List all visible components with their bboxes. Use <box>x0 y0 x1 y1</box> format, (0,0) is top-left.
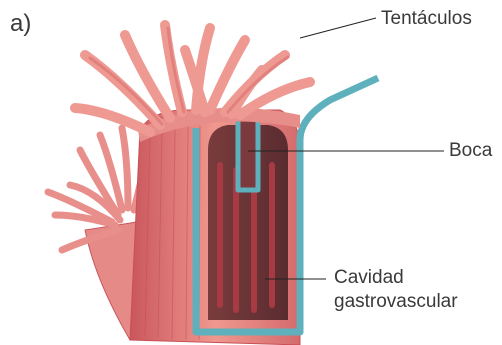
leader-tentaculos <box>300 18 376 38</box>
label-tentaculos: Tentáculos <box>381 7 472 31</box>
label-cavidad-line2: gastrovascular <box>334 290 458 314</box>
label-cavidad-gastrovascular: Cavidad gastrovascular <box>334 266 458 314</box>
label-cavidad-line1: Cavidad <box>334 266 458 290</box>
pharynx <box>238 118 258 190</box>
label-boca: Boca <box>449 139 492 163</box>
